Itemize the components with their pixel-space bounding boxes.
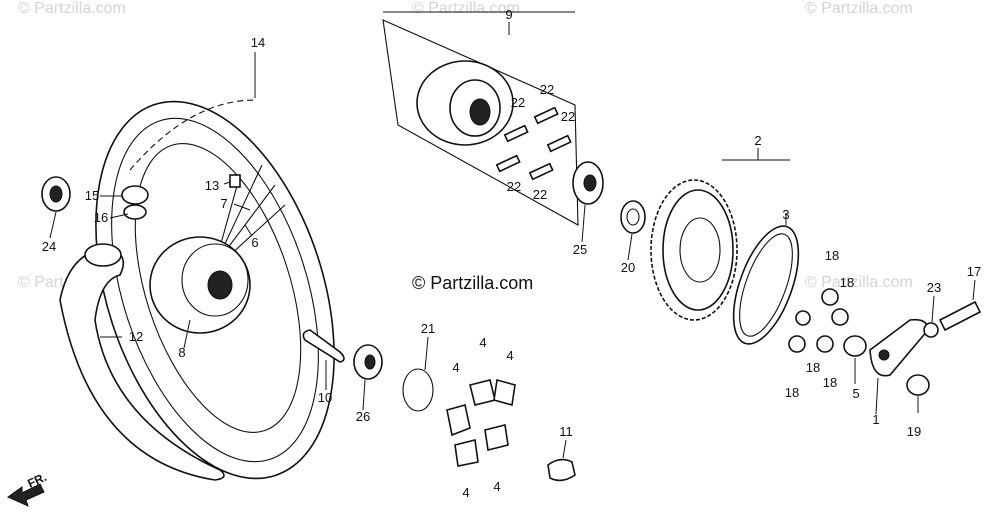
label-10: 10 — [318, 390, 332, 405]
label-14: 14 — [251, 35, 265, 50]
watermark-top-center: © Partzilla.com — [412, 0, 520, 17]
label-4-d: 4 — [493, 479, 500, 494]
o-ring-21 — [402, 368, 434, 412]
label-4-a: 4 — [479, 335, 486, 350]
valve-nut-16 — [123, 204, 147, 220]
watermark-top-right: © Partzilla.com — [805, 0, 913, 17]
hub — [149, 236, 251, 334]
label-18-d: 18 — [785, 385, 799, 400]
label-9: 9 — [505, 7, 512, 22]
label-18-a: 18 — [825, 248, 839, 263]
dampers-4 — [446, 378, 516, 467]
label-22-e: 22 — [533, 187, 547, 202]
watermark-top-left: © Partzilla.com — [18, 0, 126, 17]
hub-flange-9 — [416, 60, 514, 146]
chain-adjuster-1 — [869, 318, 929, 377]
label-3: 3 — [782, 207, 789, 222]
leader-lines — [49, 11, 976, 459]
label-18-c: 18 — [806, 360, 820, 375]
label-21: 21 — [421, 321, 435, 336]
sprocket-2 — [650, 179, 738, 321]
collar-5 — [843, 335, 867, 357]
nut-23 — [923, 322, 939, 338]
tire-and-wheel — [95, 99, 335, 480]
oil-seal-20 — [620, 200, 646, 234]
collar-11 — [547, 458, 576, 482]
label-26: 26 — [356, 409, 370, 424]
label-25: 25 — [573, 242, 587, 257]
label-6: 6 — [251, 235, 258, 250]
label-12: 12 — [129, 329, 143, 344]
label-1: 1 — [872, 412, 879, 427]
spoke-nipple-13 — [229, 174, 241, 188]
valve-cap-15 — [121, 185, 149, 205]
label-19: 19 — [907, 424, 921, 439]
label-18-e: 18 — [823, 375, 837, 390]
label-4-b: 4 — [506, 348, 513, 363]
label-22-c: 22 — [561, 109, 575, 124]
label-22-b: 22 — [511, 95, 525, 110]
tire-tread — [129, 99, 256, 171]
bolt-17 — [938, 300, 982, 332]
label-7: 7 — [220, 196, 227, 211]
rim — [134, 143, 302, 433]
label-2: 2 — [754, 133, 761, 148]
nuts-18 — [788, 288, 849, 353]
watermark-center: © Partzilla.com — [412, 273, 534, 293]
label-13: 13 — [205, 178, 219, 193]
label-8: 8 — [178, 345, 185, 360]
tire-inner — [111, 117, 319, 463]
label-15: 15 — [85, 188, 99, 203]
label-23: 23 — [927, 280, 941, 295]
studs-22 — [495, 106, 572, 181]
label-18-b: 18 — [840, 275, 854, 290]
label-22-d: 22 — [507, 179, 521, 194]
label-4-e: 4 — [462, 485, 469, 500]
hub-flange — [181, 243, 249, 317]
hub-assembly-box — [382, 19, 579, 226]
hub-bore — [207, 270, 233, 300]
label-24: 24 — [42, 239, 56, 254]
label-16: 16 — [94, 210, 108, 225]
part-labels: 14 15 16 13 7 6 8 12 24 9 22 22 22 22 22… — [25, 7, 981, 500]
label-4-c: 4 — [452, 360, 459, 375]
front-arrow-icon — [7, 483, 45, 507]
ring-3 — [732, 225, 800, 345]
rim-band-valve — [84, 243, 122, 267]
axle-collar-10 — [302, 329, 345, 363]
watermark-mid-right: © Partzilla.com — [805, 274, 913, 291]
label-17: 17 — [967, 264, 981, 279]
label-20: 20 — [621, 260, 635, 275]
label-11: 11 — [559, 424, 573, 439]
nut-19 — [906, 374, 930, 396]
label-22-a: 22 — [540, 82, 554, 97]
front-label: FR. — [25, 470, 48, 491]
label-5: 5 — [852, 386, 859, 401]
